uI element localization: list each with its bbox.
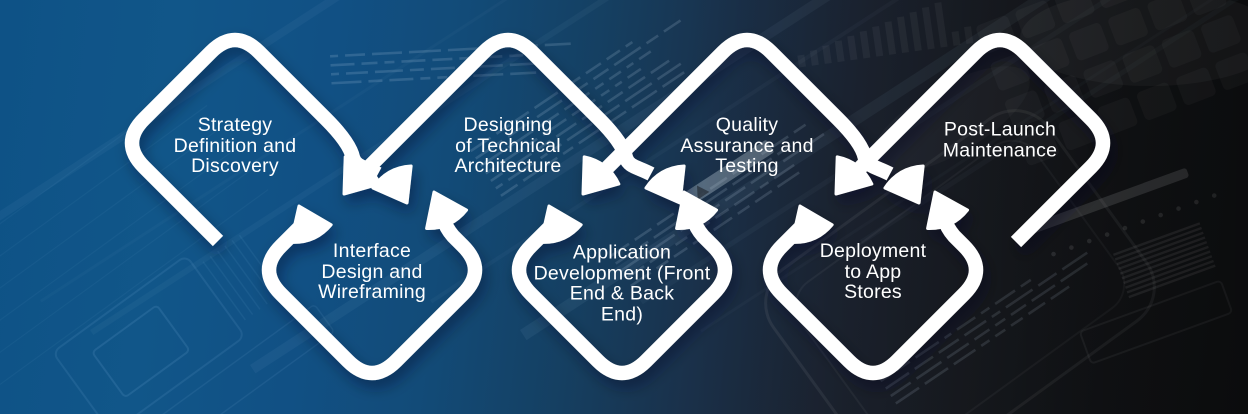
diamond-outline-post-launch (849, 32, 1111, 248)
flow-arrow-from-qa (883, 164, 925, 205)
diamond-outline-qa (596, 32, 894, 181)
diamond-outline-development (511, 212, 733, 381)
flow-arrow-from-strategy (371, 164, 413, 205)
diamond-outline-interface (261, 212, 483, 381)
diamond-chain (124, 32, 1111, 381)
diamond-outline-architecture (357, 32, 655, 181)
flow-arrow-from-architecture (644, 164, 686, 205)
diamond-outline-deployment (762, 212, 984, 381)
